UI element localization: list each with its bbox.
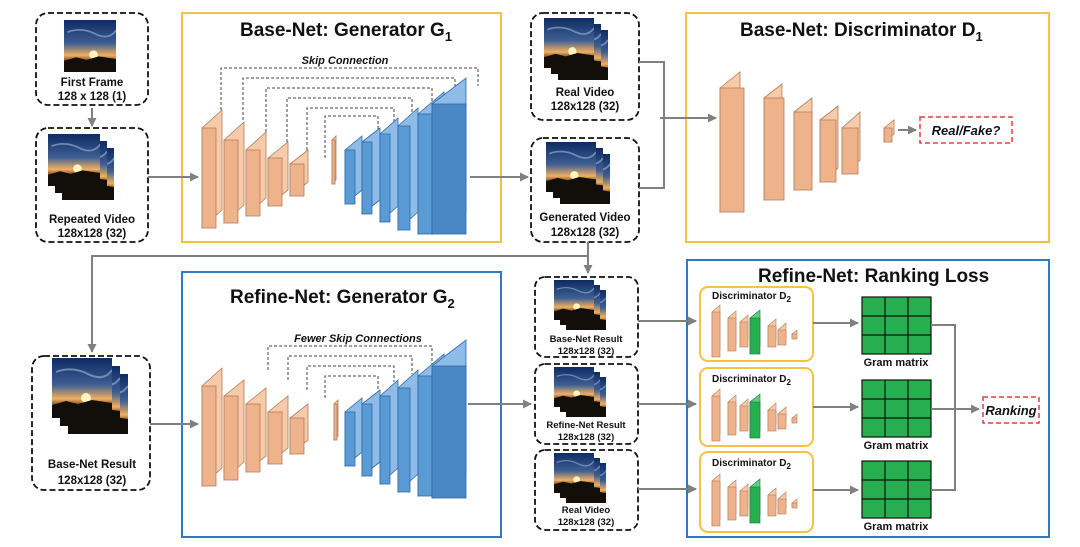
repeated-video-label: Repeated Video [49, 214, 135, 226]
real-fake-label: Real/Fake? [932, 123, 1001, 138]
video-stack-icon [48, 134, 100, 186]
base-result-small-input: Base-Net Result 128x128 (32) [534, 276, 639, 358]
ranking-label: Ranking [985, 403, 1036, 418]
base-result-left-size: 128x128 (32) [58, 475, 127, 487]
refine-generator-title: Refine-Net: Generator G2 [230, 287, 455, 311]
refine-result-small-size: 128x128 (32) [558, 432, 615, 443]
g2-skip-lines [267, 345, 433, 398]
first-frame-input: First Frame 128 x 128 (1) [35, 12, 149, 106]
base-discriminator-title: Base-Net: Discriminator D1 [740, 20, 983, 44]
video-stack-icon [554, 367, 594, 407]
real-video-small-size: 128x128 (32) [558, 517, 615, 528]
highlighted-layer [749, 393, 761, 439]
refine-result-small-input: Refine-Net Result 128x128 (32) [534, 363, 639, 445]
gram-matrix-label: Gram matrix [864, 440, 930, 452]
flow-arrows [87, 61, 980, 495]
generated-video-size: 128x128 (32) [551, 227, 620, 239]
real-video-small-label: Real Video [562, 505, 611, 516]
base-result-small-label: Base-Net Result [550, 334, 624, 345]
real-fake-output: Real/Fake? [919, 116, 1013, 144]
ranking-output: Ranking [982, 396, 1040, 424]
ranking-discriminator-2: Discriminator D2 [699, 367, 814, 447]
first-frame-label: First Frame [61, 77, 124, 89]
repeated-video-input: Repeated Video 128x128 (32) [35, 127, 149, 243]
video-stack-icon [52, 358, 112, 418]
gram-matrix-2: Gram matrix [861, 379, 932, 452]
base-generator-title: Base-Net: Generator G1 [240, 20, 452, 44]
ranking-discriminator-3: Discriminator D2 [699, 451, 814, 533]
highlighted-layer [749, 478, 761, 524]
first-frame-size: 128 x 128 (1) [58, 91, 127, 103]
ranking-discriminator-1: Discriminator D2 [699, 286, 814, 362]
real-video-top-label: Real Video [556, 87, 615, 99]
generator-g1-layers: Skip Connection [201, 55, 479, 235]
gram-matrix-3: Gram matrix [861, 460, 932, 533]
real-video-top-size: 128x128 (32) [551, 101, 620, 113]
generated-video-label: Generated Video [539, 212, 630, 224]
video-stack-icon [544, 18, 594, 68]
highlighted-layer [749, 309, 761, 355]
discriminator-d2-label: Discriminator D2 [712, 291, 791, 304]
sunset-image-icon [64, 20, 116, 72]
g2-skip-label: Fewer Skip Connections [294, 333, 422, 345]
refine-result-small-label: Refine-Net Result [546, 420, 626, 431]
ranking-loss-panel [686, 259, 1050, 538]
discriminator-d2-label: Discriminator D2 [712, 374, 791, 387]
gram-matrix-label: Gram matrix [864, 521, 930, 533]
generator-g2-layers: Fewer Skip Connections [201, 333, 467, 499]
real-video-top-input: Real Video 128x128 (32) [530, 12, 640, 121]
base-result-left-label: Base-Net Result [48, 459, 136, 471]
discriminator-d1-layers [719, 71, 895, 213]
base-result-left-input: Base-Net Result 128x128 (32) [31, 355, 151, 491]
gram-matrix-1: Gram matrix [861, 296, 932, 369]
g1-skip-label: Skip Connection [302, 55, 389, 67]
gram-matrix-label: Gram matrix [864, 357, 930, 369]
discriminator-d2-label: Discriminator D2 [712, 458, 791, 471]
base-generator-panel [181, 12, 502, 243]
repeated-video-size: 128x128 (32) [58, 228, 127, 240]
base-discriminator-panel [685, 12, 1050, 243]
ranking-loss-title: Refine-Net: Ranking Loss [758, 266, 989, 287]
generated-video-output: Generated Video 128x128 (32) [530, 137, 640, 243]
video-stack-icon [554, 280, 594, 320]
video-stack-icon [546, 142, 596, 192]
base-result-small-size: 128x128 (32) [558, 346, 615, 357]
real-video-small-input: Real Video 128x128 (32) [534, 449, 639, 531]
video-stack-icon [554, 453, 594, 493]
